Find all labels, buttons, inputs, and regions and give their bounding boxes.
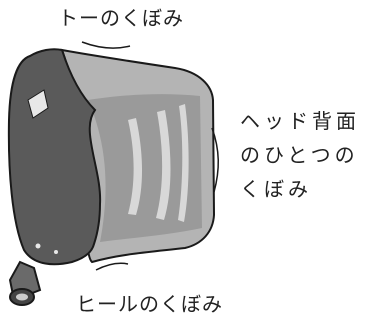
toe-pointer bbox=[81, 41, 131, 49]
back-highlight-3 bbox=[178, 104, 189, 222]
face-highlight bbox=[27, 89, 49, 119]
face-dot-2 bbox=[54, 250, 58, 254]
heel-pointer bbox=[95, 262, 129, 271]
back-recess-label-block: ヘッド背面 のひとつの くぼみ bbox=[240, 111, 360, 213]
back-recess-label-line-2: のひとつの bbox=[240, 143, 359, 167]
head-back-band bbox=[88, 94, 202, 242]
heel-recess-label: ヒールのくぼみ bbox=[76, 292, 223, 316]
back-recess-label-line-3: くぼみ bbox=[240, 177, 312, 201]
back-pointer bbox=[211, 127, 220, 193]
back-recess-label-line-1: ヘッド背面 bbox=[240, 109, 360, 133]
face-dot-1 bbox=[35, 243, 41, 249]
hosel-bore bbox=[16, 293, 28, 301]
toe-recess-label: トーのくぼみ bbox=[58, 6, 184, 30]
back-highlight-2 bbox=[156, 110, 171, 220]
back-highlight-1 bbox=[128, 118, 143, 215]
